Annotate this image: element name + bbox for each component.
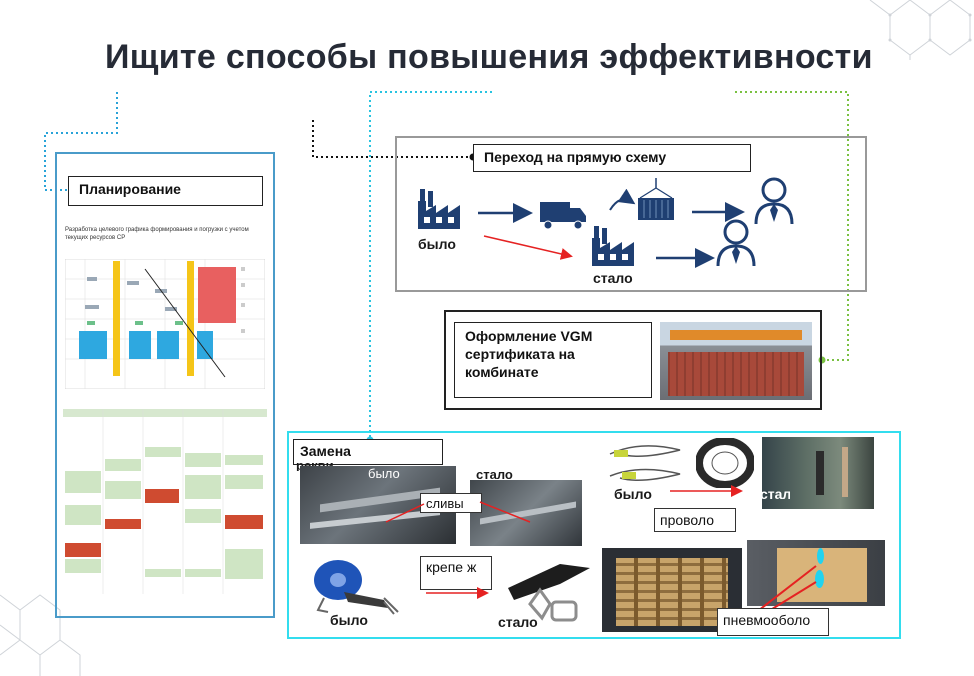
vgm-panel xyxy=(444,310,822,410)
drains-item-label: сливы xyxy=(420,493,482,513)
customer-top-icon xyxy=(754,177,794,225)
replacement-panel xyxy=(287,431,901,639)
vgm-photo xyxy=(660,322,812,400)
strap-before-label: было xyxy=(330,612,368,628)
buckle-after-icon xyxy=(508,564,590,622)
vgm-label-text: Оформление VGM сертификата на комбинате xyxy=(465,328,593,380)
planning-label: Планирование xyxy=(68,176,263,206)
planning-panel: Разработка целевого графика формирования… xyxy=(55,152,275,618)
wire-red-arrow xyxy=(670,485,743,497)
fastener-red-arrow xyxy=(426,587,489,599)
buckle-after-label: стало xyxy=(498,614,538,630)
customer-bottom-icon xyxy=(716,219,756,267)
container-load-after-photo xyxy=(747,540,885,606)
wire-item-label: проволо ка xyxy=(654,508,736,532)
strap-before-icon xyxy=(314,560,399,615)
wire-before-label: было xyxy=(614,486,652,502)
drains-before-label: было xyxy=(368,466,400,481)
slide-title: Ищите способы повышения эффективности xyxy=(105,38,873,76)
drains-after-label: стало xyxy=(476,467,513,482)
scheme-before-label: было xyxy=(418,236,456,252)
planning-chart-caption: Разработка целевого графика формирования… xyxy=(65,227,249,241)
drains-after-photo xyxy=(470,480,582,546)
wire-after-photo xyxy=(762,437,874,509)
replacement-cut-text: рекви xyxy=(296,460,334,471)
truck-icon xyxy=(540,202,586,230)
vgm-label: Оформление VGM сертификата на комбинате xyxy=(454,322,652,398)
wire-after-label: стало xyxy=(760,486,790,502)
direct-scheme-panel xyxy=(395,136,867,292)
fastener-item-label: крепе ж xyxy=(420,556,492,590)
drains-red-arrows xyxy=(385,501,531,523)
wire-seal-before-icon xyxy=(609,445,681,481)
factory-before-icon xyxy=(418,189,460,229)
scheme-after-label: стало xyxy=(593,270,633,286)
corner-lattice-bottom-left xyxy=(0,594,81,676)
corner-lattice-top-right xyxy=(869,0,972,60)
airbag-item-label: пневмооболо чка xyxy=(717,608,829,636)
schedule-table xyxy=(63,409,267,594)
factory-after-icon xyxy=(592,226,634,266)
container-crane-icon xyxy=(638,178,674,220)
wire-coil-icon xyxy=(696,438,754,488)
replacement-label: Замена xyxy=(293,439,443,465)
flow-arrows xyxy=(478,188,745,268)
container-load-before-photo xyxy=(602,548,742,632)
direct-scheme-label: Переход на прямую схему xyxy=(473,144,751,172)
gantt-chart xyxy=(65,259,265,389)
